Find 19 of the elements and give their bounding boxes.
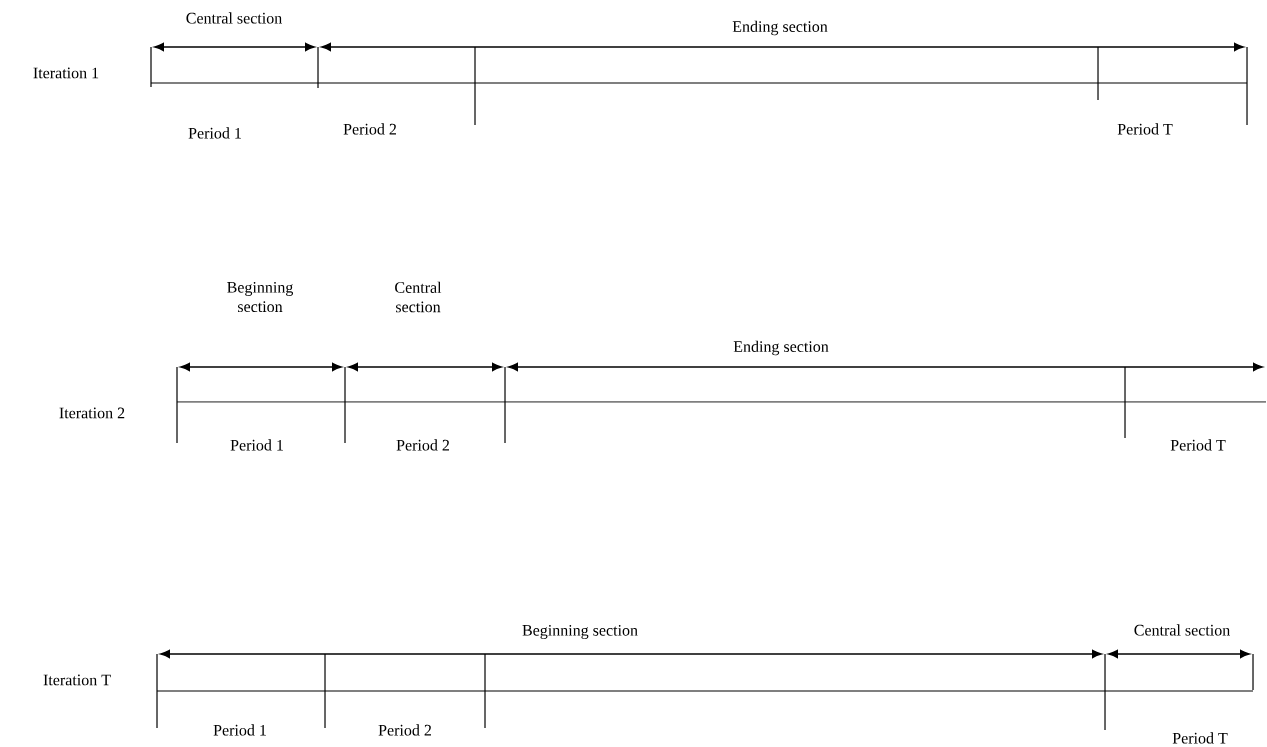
section-label: Central section [395,281,442,313]
period-label: Period T [1117,123,1173,135]
period-label: Period T [1172,732,1228,744]
period-label: Period T [1170,439,1226,451]
section-label: Central section [186,12,282,24]
period-label: Period 1 [230,439,283,451]
section-label: Ending section [732,20,828,36]
period-label: Period 2 [396,439,449,451]
section-label: Ending section [733,340,829,356]
period-label: Period 1 [188,127,241,139]
section-label: Beginning section [522,624,638,639]
period-label: Period 1 [213,724,266,736]
row-label: Iteration T [43,674,111,686]
section-label: Beginning section [227,281,294,313]
period-label: Period 2 [378,724,431,736]
row-label: Iteration 2 [59,407,125,419]
row-label: Iteration 1 [33,67,99,79]
period-label: Period 2 [343,123,396,135]
section-label: Central section [1134,624,1230,636]
